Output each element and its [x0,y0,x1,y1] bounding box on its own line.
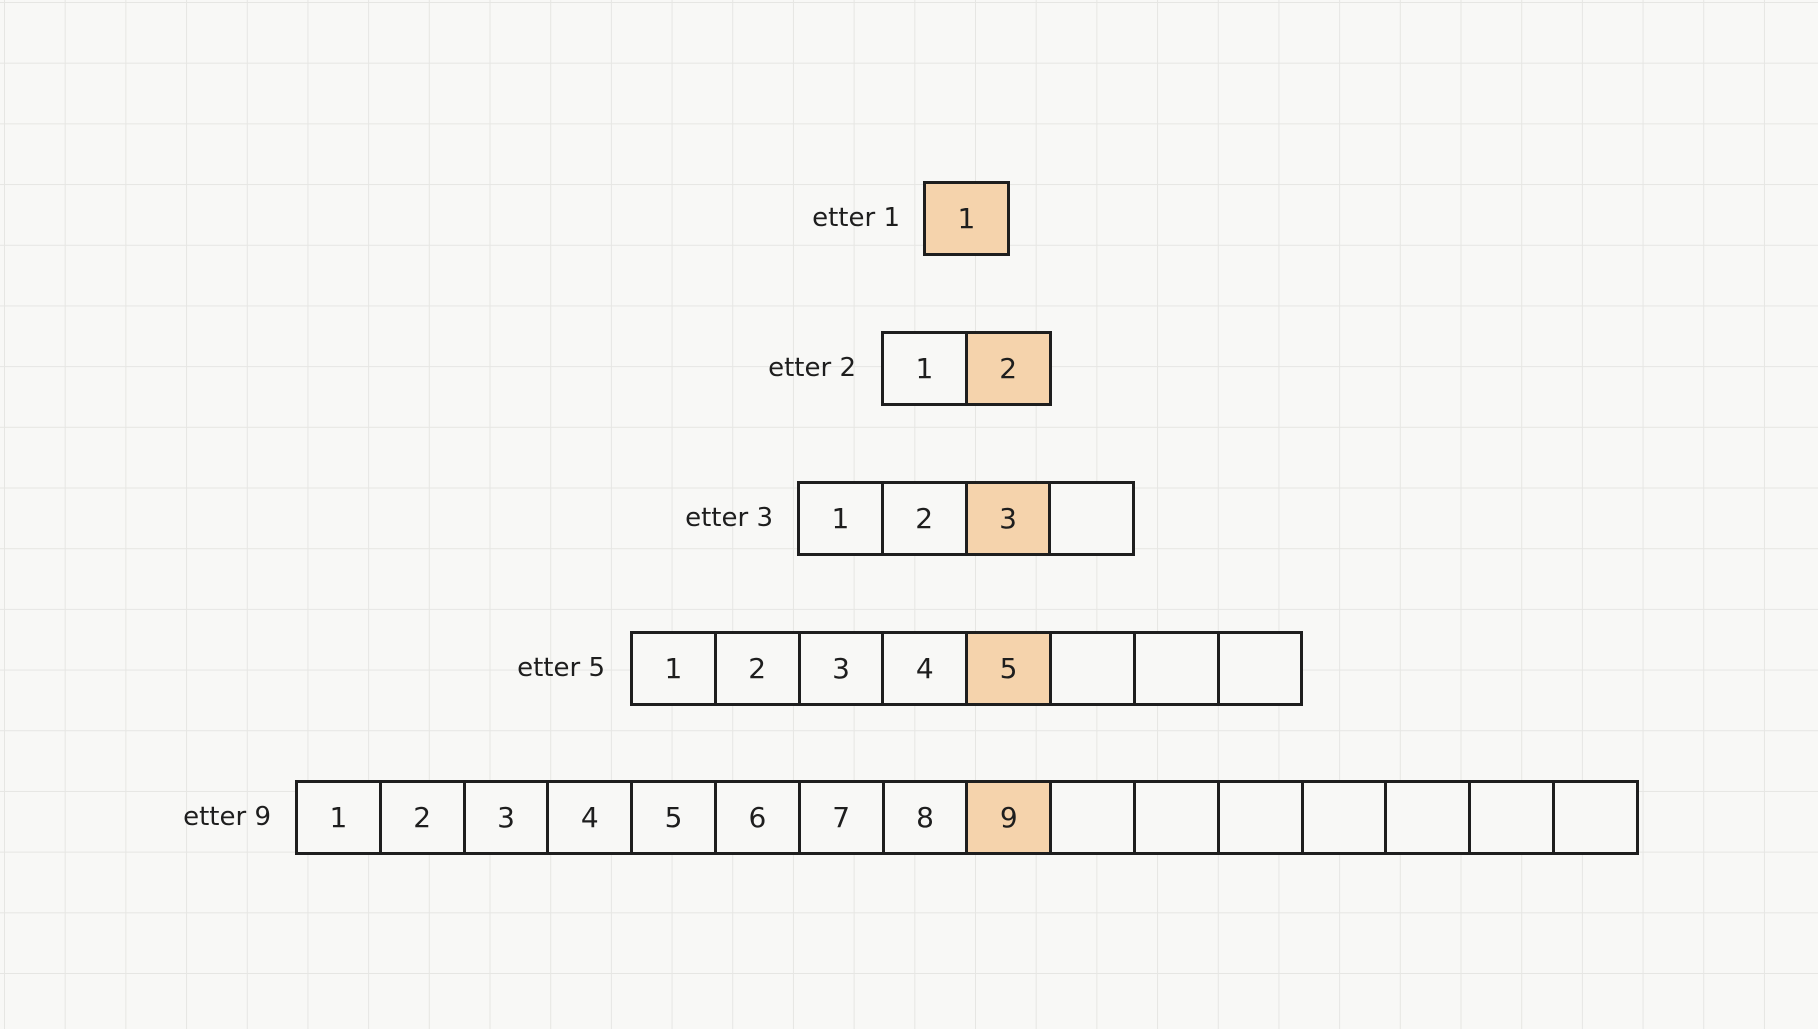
array-cell-empty [1387,783,1472,852]
array-cell-empty [1052,783,1136,852]
array-cell: 3 [800,634,885,703]
array-cell-empty [1471,783,1555,852]
array-cell-empty [1051,634,1136,703]
array-cell: 6 [716,783,801,852]
row-label: etter 2 [768,353,856,383]
array-cell-current: 1 [926,184,1010,253]
array-cell: 7 [800,783,885,852]
array-cell-current: 2 [967,334,1052,403]
array-cell: 2 [883,484,968,553]
array-cell-empty [1303,783,1388,852]
array-cell-empty [1051,484,1136,553]
array-cell: 1 [884,334,968,403]
row-label: etter 9 [183,802,271,832]
array-cell: 5 [633,783,717,852]
row-label: etter 3 [685,503,773,533]
array-cell-current: 9 [968,783,1053,852]
array-cell: 4 [884,634,969,703]
array-cell: 1 [800,484,884,553]
array-cell: 1 [633,634,717,703]
array-cell-current: 3 [967,484,1052,553]
array-cell: 3 [465,783,550,852]
array-cell-empty [1554,783,1639,852]
array-cell-current: 5 [968,634,1052,703]
array-cell-empty [1135,634,1220,703]
array-cell-empty [1219,634,1304,703]
array-cell: 8 [884,783,969,852]
array-cell-empty [1219,783,1304,852]
array-cell: 2 [381,783,466,852]
array-cell-empty [1135,783,1220,852]
row-label: etter 1 [812,203,900,233]
array-cell: 4 [549,783,634,852]
array-cell: 1 [298,783,382,852]
array-cells: 1 [923,181,1010,256]
row-label: etter 5 [517,653,605,683]
array-cell: 2 [716,634,801,703]
